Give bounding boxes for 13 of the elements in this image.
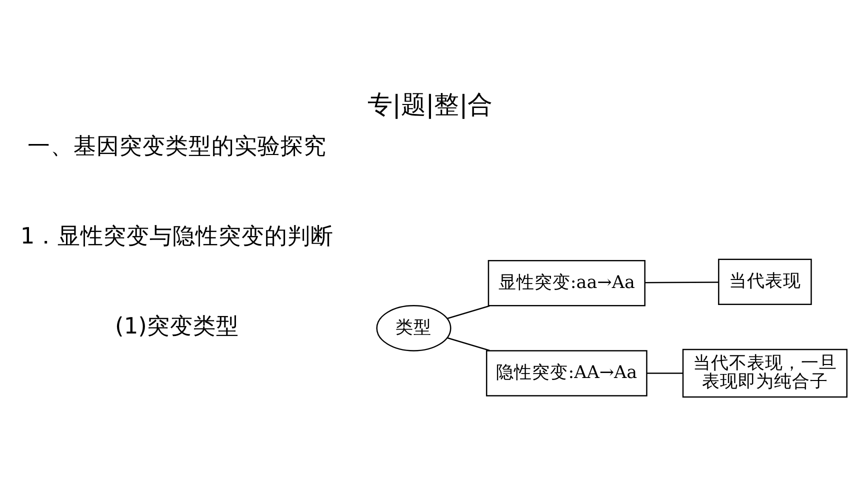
label: (1)突变类型: [115, 313, 239, 340]
label: 一、基因突变类型的实验探究: [27, 133, 326, 160]
label: 1．显性突变与隐性突变的判断: [20, 223, 334, 250]
node-box: 当代表现: [718, 258, 812, 305]
node-ellipse: 类型: [376, 304, 452, 351]
diagram-title: 专|题|整|合: [367, 90, 493, 119]
connector: [446, 304, 490, 319]
node-box: 隐性突变:AA→Aa: [486, 350, 648, 396]
connector: [446, 336, 490, 351]
node-box: 当代不表现，一旦表现即为纯合子: [682, 348, 848, 398]
node-box: 显性突变:aa→Aa: [488, 260, 646, 306]
connector: [647, 372, 683, 374]
connector: [645, 281, 718, 283]
